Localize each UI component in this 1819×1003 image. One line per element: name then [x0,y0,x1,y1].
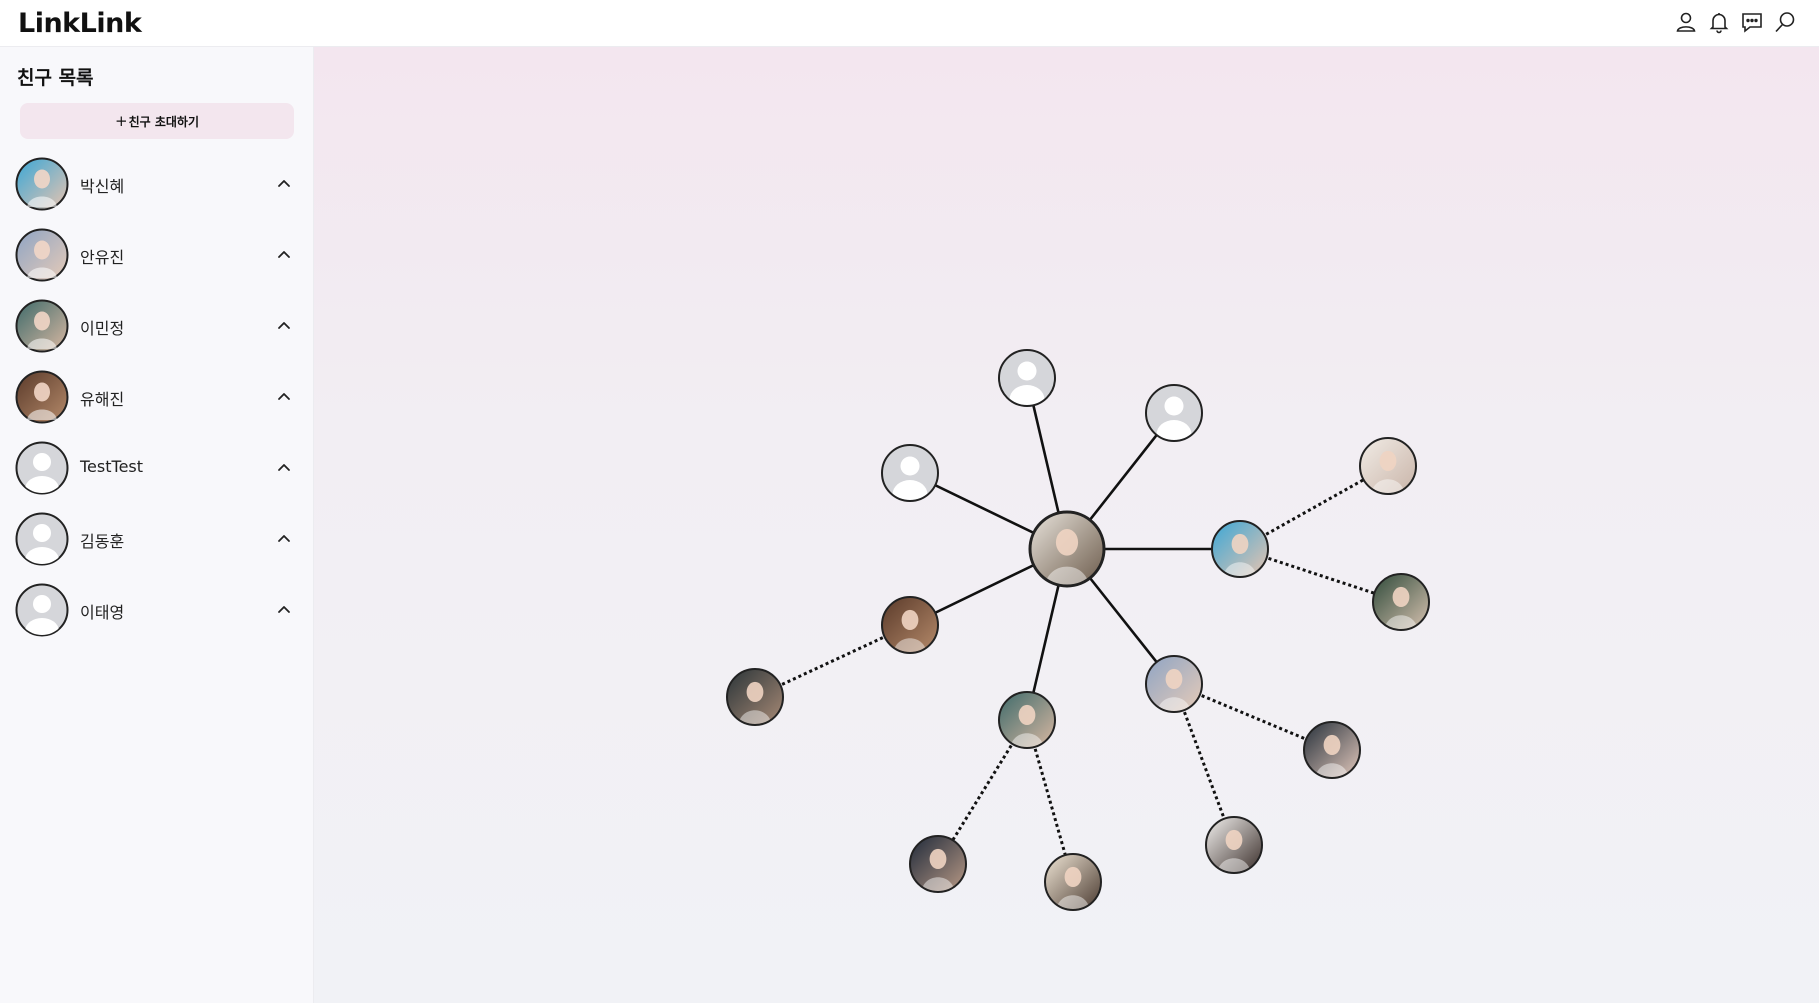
plus-icon: + [115,112,128,130]
graph-node-default-avatar[interactable] [881,444,939,508]
invite-friend-button[interactable]: + 친구 초대하기 [20,103,294,139]
chevron-up-icon[interactable] [276,601,292,617]
chevron-up-icon[interactable] [276,388,292,404]
graph-node-friend[interactable] [1145,655,1203,713]
graph-node-friend[interactable] [909,835,967,893]
header-icon-bar [1674,10,1797,34]
friend-list-item[interactable]: 김동훈 [0,512,314,583]
graph-nodes [726,349,1430,911]
relationship-graph [726,349,1430,911]
relationship-graph-canvas[interactable] [314,47,1819,1003]
graph-node-default-avatar[interactable] [998,349,1056,413]
friend-list-item[interactable]: 유해진 [0,370,314,441]
graph-node-default-avatar[interactable] [1145,384,1203,448]
graph-node-friend[interactable] [1205,816,1263,874]
friend-list-item[interactable]: 이민정 [0,299,314,370]
friend-of-friend-edge [754,623,911,699]
friend-name: 박신혜 [80,177,125,196]
friend-avatar [15,157,69,211]
friend-name: 이민정 [80,319,125,338]
user-icon[interactable] [1674,10,1698,34]
graph-node-friend[interactable] [1359,437,1417,495]
graph-node-friend[interactable] [1372,573,1430,631]
graph-node-friend[interactable] [998,691,1056,749]
graph-node-friend[interactable] [1044,853,1102,911]
chevron-up-icon[interactable] [276,530,292,546]
friend-list-item[interactable]: 이태영 [0,583,314,654]
chat-icon[interactable] [1740,10,1764,34]
sidebar-title: 친구 목록 [17,67,94,89]
friend-name: 이태영 [80,603,125,622]
friend-avatar [15,228,69,282]
top-header: LinkLink [0,0,1819,47]
friend-list-item[interactable]: 박신혜 [0,157,314,228]
friend-avatar [15,299,69,353]
friend-name: 유해진 [80,390,125,409]
chevron-up-icon[interactable] [276,317,292,333]
graph-node-friend[interactable] [1303,721,1361,779]
friend-name: 김동훈 [80,532,125,551]
friend-of-friend-edge [1172,683,1236,846]
friend-of-friend-edge [936,719,1029,865]
friend-name: TestTest [80,457,144,476]
graph-node-friend[interactable] [881,596,939,654]
friend-name: 안유진 [80,248,125,267]
chevron-up-icon[interactable] [276,459,292,475]
graph-node-friend[interactable] [726,668,784,726]
chevron-up-icon[interactable] [276,175,292,191]
default-avatar-icon [15,512,69,566]
graph-edges [754,377,1402,883]
friend-of-friend-edge [1239,547,1402,604]
friend-list-item[interactable]: 안유진 [0,228,314,299]
friend-avatar [15,370,69,424]
default-avatar-icon [15,583,69,637]
friend-of-friend-edge [1173,682,1333,752]
friend-list-item[interactable]: TestTest [0,441,314,512]
graph-node-friend[interactable] [1211,520,1269,578]
invite-label: 친구 초대하기 [128,114,199,129]
graph-node-me[interactable] [1028,510,1106,588]
bell-icon[interactable] [1707,10,1731,34]
app-logo[interactable]: LinkLink [18,8,142,39]
search-icon[interactable] [1773,10,1797,34]
default-avatar-icon [15,441,69,495]
chevron-up-icon[interactable] [276,246,292,262]
friend-of-friend-edge [1239,464,1389,551]
